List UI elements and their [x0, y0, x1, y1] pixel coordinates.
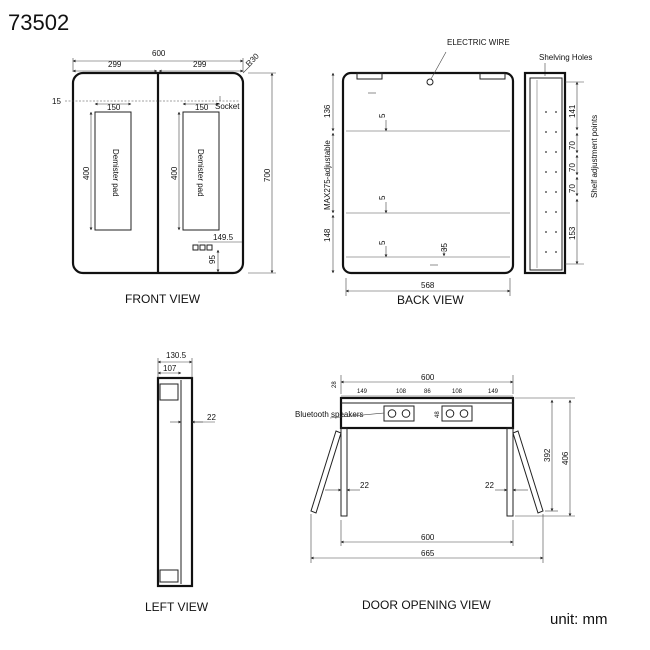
front-total-width: 600: [152, 49, 166, 58]
back-adjustable-dim: MAX275-adjustable: [323, 140, 332, 210]
front-pad-height-right: 400: [170, 166, 179, 180]
front-view-caption: FRONT VIEW: [125, 292, 201, 306]
switch-1: [192, 244, 199, 251]
door-depth-2: 406: [561, 451, 570, 465]
door-seg-3: 86: [424, 389, 431, 395]
electric-wire-label: ELECTRIC WIRE: [447, 38, 510, 47]
door-seg-2: 108: [396, 389, 407, 395]
side-dim-5: 153: [568, 226, 577, 240]
left-view-caption: LEFT VIEW: [145, 600, 209, 614]
shelving-holes-label: Shelving Holes: [539, 53, 592, 62]
demister-pad-left: [94, 111, 132, 231]
front-corner-radius: R30: [244, 51, 261, 68]
side-dim-3: 70: [568, 163, 577, 172]
back-bottom-dim: 148: [323, 228, 332, 242]
door-top-small: 28: [332, 381, 338, 388]
front-half-width-left: 299: [108, 60, 122, 69]
door-left-thickness: 22: [360, 481, 369, 490]
cabinet-top-section: [339, 396, 515, 430]
bluetooth-speaker-left: [383, 405, 415, 422]
door-seg-4: 108: [452, 389, 463, 395]
left-side-outline: [156, 376, 194, 588]
door-view-caption: DOOR OPENING VIEW: [362, 598, 491, 612]
back-gap-3: 5: [378, 240, 387, 245]
side-outer-outline: [523, 71, 567, 275]
front-total-height: 700: [263, 168, 272, 182]
left-inner-depth: 107: [163, 364, 177, 373]
electric-wire-hole: [426, 78, 434, 86]
front-pad-height-left: 400: [82, 166, 91, 180]
demister-pad-left-label: Demister pad: [111, 149, 120, 197]
front-switch-height: 95: [208, 255, 217, 264]
door-outer-width: 665: [421, 549, 435, 558]
back-gap-1: 5: [378, 113, 387, 118]
bluetooth-label: Bluetooth speakers: [295, 410, 364, 419]
demister-pad-right: [182, 111, 220, 231]
front-socket-label: Socket: [215, 102, 240, 111]
front-offset: 15: [52, 97, 61, 106]
front-view: Demister pad Demister pad 150 150 400 40…: [52, 49, 276, 306]
front-switch-offset: 149.5: [213, 233, 234, 242]
door-opening-view: 600 28 149 108 86 108 149 48 Bluetooth s…: [295, 373, 575, 612]
switch-3: [206, 244, 213, 251]
side-dim-4: 70: [568, 184, 577, 193]
side-dim-2: 70: [568, 141, 577, 150]
back-small-dim: 35: [440, 243, 449, 252]
door-speaker-dim: 48: [435, 411, 441, 418]
model-number: 73502: [8, 10, 69, 35]
switch-2: [199, 244, 206, 251]
front-pad-width-right: 150: [195, 103, 209, 112]
back-view-caption: BACK VIEW: [397, 293, 464, 307]
back-top-dim: 136: [323, 104, 332, 118]
shelf-adjustment-label: Shelf adjustment points: [590, 115, 599, 198]
door-top-width: 600: [421, 373, 435, 382]
left-view: 130.5 107 22 LEFT VIEW: [145, 351, 216, 614]
front-pad-width-left: 150: [107, 103, 121, 112]
demister-pad-right-label: Demister pad: [196, 149, 205, 197]
left-open-door: [310, 430, 342, 514]
right-open-door: [512, 430, 544, 514]
back-width-dim: 568: [421, 281, 435, 290]
back-view: ELECTRIC WIRE 136 MAX275-adjustable 148 …: [323, 38, 515, 307]
side-dim-1: 141: [568, 104, 577, 118]
unit-note: unit: mm: [550, 611, 608, 628]
door-right-thickness: 22: [485, 481, 494, 490]
left-outer-depth: 130.5: [166, 351, 187, 360]
door-inner-width: 600: [421, 533, 435, 542]
door-depth-1: 392: [543, 448, 552, 462]
front-half-width-right: 299: [193, 60, 207, 69]
door-seg-1: 149: [357, 389, 368, 395]
back-cabinet-outline: [341, 71, 515, 275]
left-door-thickness: 22: [207, 413, 216, 422]
back-gap-2: 5: [378, 195, 387, 200]
shelving-hole-column: [545, 111, 557, 253]
bluetooth-speaker-right: [441, 405, 473, 422]
door-seg-5: 149: [488, 389, 499, 395]
side-section: Shelving Holes 141 70 70 70 153 Shelf ad…: [523, 53, 599, 275]
